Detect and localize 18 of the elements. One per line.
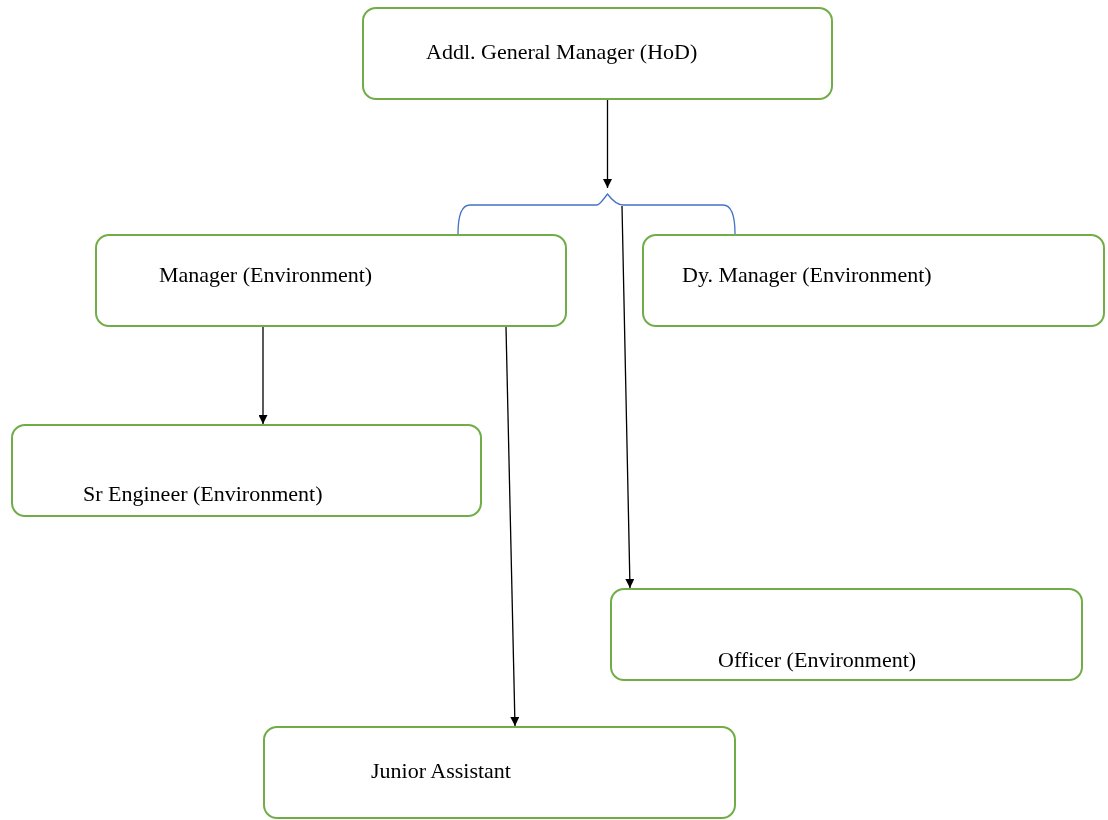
role-box — [11, 424, 482, 517]
role-title: Addl. General Manager (HoD) — [426, 39, 698, 65]
role-title: Dy. Manager (Environment) — [682, 262, 932, 288]
arrow — [621, 205, 635, 589]
bracket-arm — [629, 204, 736, 235]
role-box — [95, 234, 567, 327]
role-title: Officer (Environment) — [718, 647, 917, 673]
arrow — [603, 99, 612, 189]
role-box — [362, 7, 833, 100]
role-box — [610, 588, 1083, 681]
bracket-arm — [457, 204, 586, 235]
role-title: Junior Assistant — [371, 758, 511, 784]
role-box — [642, 234, 1105, 327]
arrow — [258, 326, 268, 425]
arrow — [505, 326, 520, 727]
role-box — [263, 726, 736, 819]
role-title: Manager (Environment) — [159, 262, 373, 288]
role-title: Sr Engineer (Environment) — [83, 481, 323, 507]
